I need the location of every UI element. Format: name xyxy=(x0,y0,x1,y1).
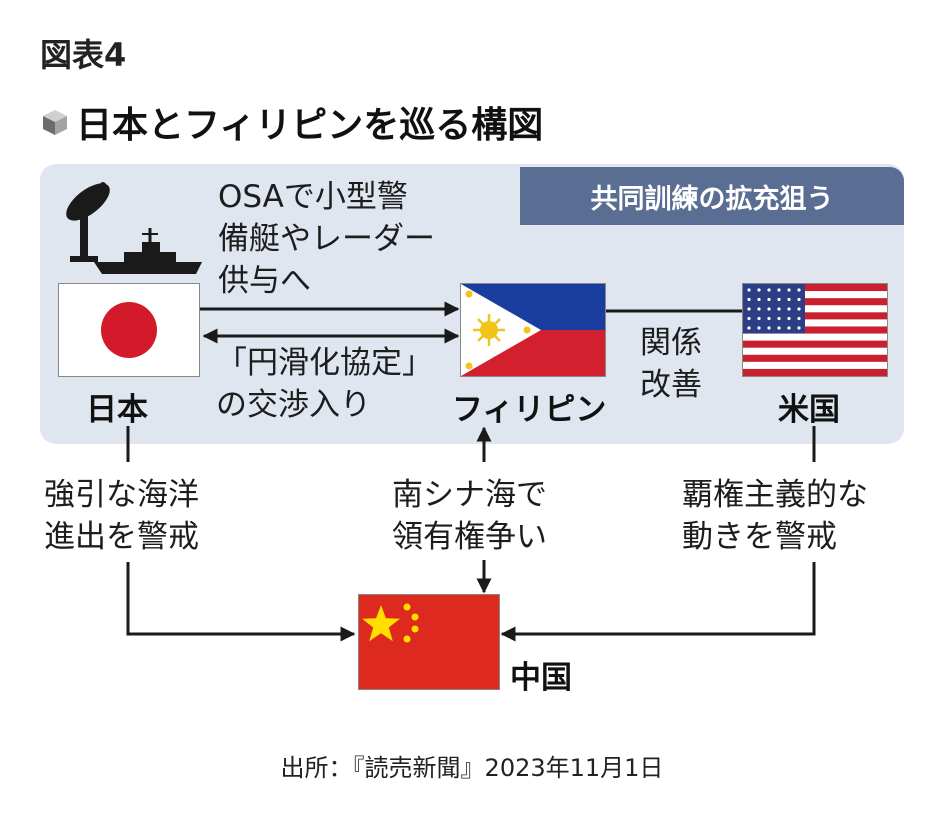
philippines-label: フィリピン xyxy=(452,392,607,428)
us-china-line: 動きを警戒 xyxy=(682,519,837,555)
japan-label: 日本 xyxy=(86,392,148,428)
title-row: 日本とフィリピンを巡る構図 xyxy=(40,96,543,148)
radar-ship-icon xyxy=(66,182,202,274)
osa-line: 備艇やレーダー xyxy=(218,221,435,257)
scs-note: 南シナ海で 領有権争い xyxy=(392,474,547,558)
japan-china-line: 進出を警戒 xyxy=(44,519,199,555)
us-flag xyxy=(742,283,888,377)
figure-label: 図表4 xyxy=(40,36,127,74)
japan-china-arrow xyxy=(126,562,356,642)
philippines-flag xyxy=(460,283,606,377)
china-label: 中国 xyxy=(510,660,572,696)
japan-china-line: 強引な海洋 xyxy=(44,477,199,513)
joint-training-tag: 共同訓練の拡充狙う xyxy=(520,167,904,225)
radar-icon xyxy=(66,182,110,262)
japan-flag xyxy=(58,283,200,377)
us-label: 米国 xyxy=(778,392,840,428)
china-flag xyxy=(358,594,500,690)
us-china-line: 覇権主義的な xyxy=(682,477,868,513)
agreement-line: 「円滑化協定」 xyxy=(216,345,433,381)
us-china-note: 覇権主義的な 動きを警戒 xyxy=(682,474,868,558)
relation-line: 改善 xyxy=(640,367,702,403)
cube-icon xyxy=(43,110,67,135)
osa-line: OSAで小型警 xyxy=(218,179,408,215)
scs-line: 南シナ海で xyxy=(392,477,547,513)
us-china-arrow xyxy=(500,562,816,642)
scs-line: 領有権争い xyxy=(392,519,547,555)
source-note: 出所：『読売新聞』2023年11月1日 xyxy=(280,754,664,782)
agreement-note: 「円滑化協定」 の交渉入り xyxy=(216,342,433,426)
osa-line: 供与へ xyxy=(218,263,311,299)
relation-line: 関係 xyxy=(640,325,702,361)
osa-note: OSAで小型警 備艇やレーダー 供与へ xyxy=(218,176,435,302)
japan-china-note: 強引な海洋 進出を警戒 xyxy=(44,474,199,558)
ship-icon xyxy=(94,228,202,274)
diagram-title: 日本とフィリピンを巡る構図 xyxy=(76,105,544,146)
agreement-line: の交渉入り xyxy=(216,387,371,423)
relation-note: 関係 改善 xyxy=(640,322,702,406)
